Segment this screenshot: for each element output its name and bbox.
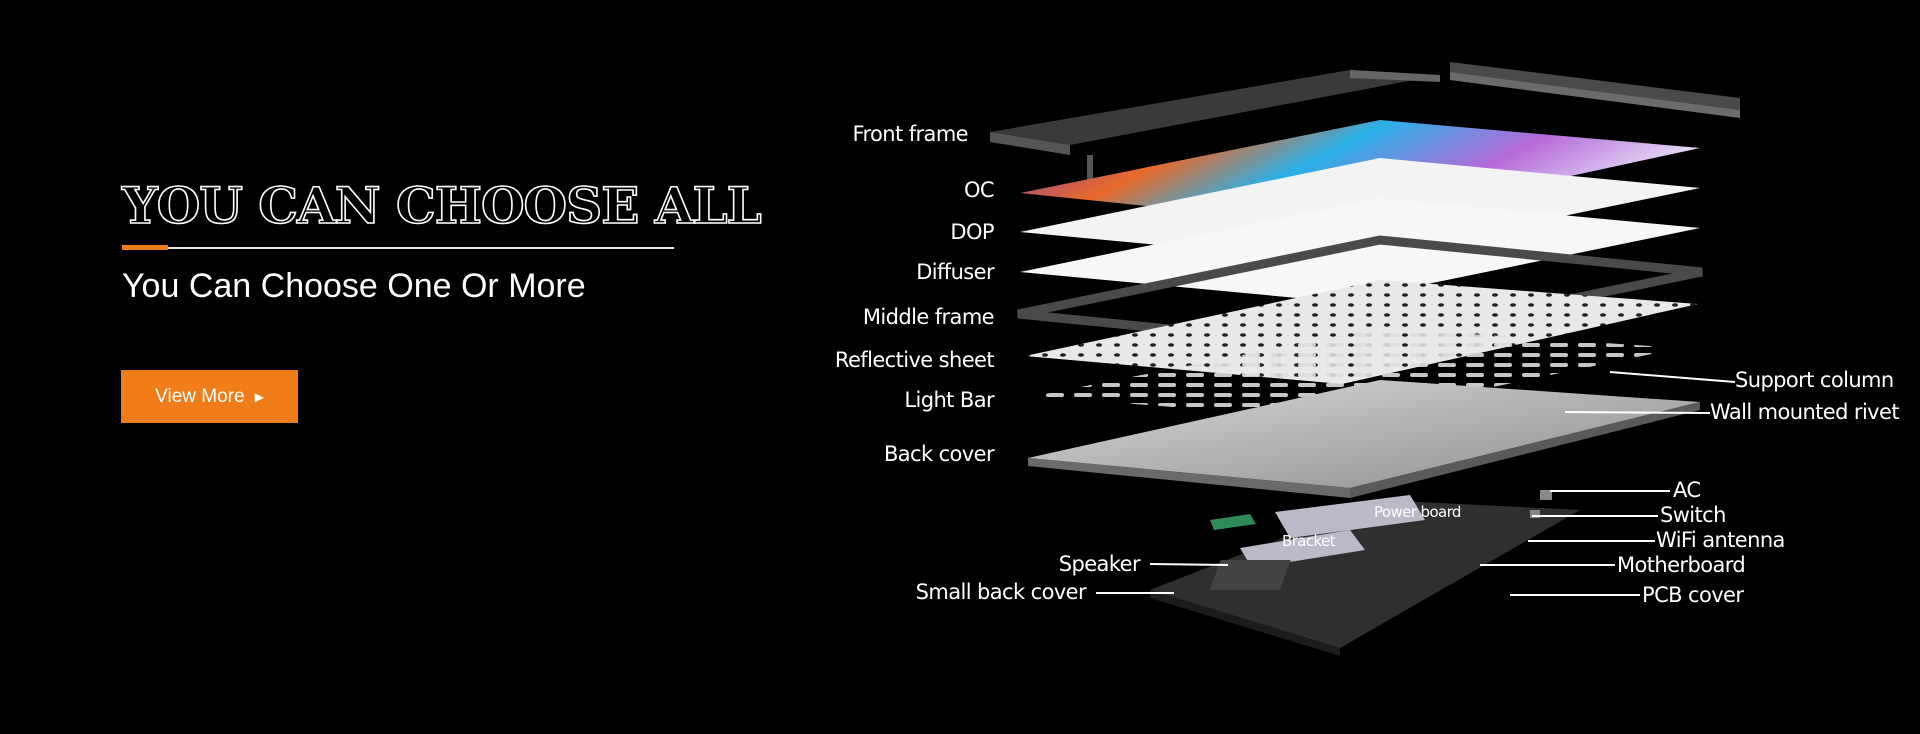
label-switch: Switch xyxy=(1660,503,1726,527)
label-light-bar: Light Bar xyxy=(904,388,994,412)
label-motherboard: Motherboard xyxy=(1617,553,1746,577)
exploded-view-diagram: Front frame OC DOP Diffuser Middle frame… xyxy=(820,40,1900,680)
label-small-back-cover: Small back cover xyxy=(915,580,1087,604)
label-front-frame: Front frame xyxy=(852,122,969,146)
divider-accent xyxy=(122,245,168,250)
electronics-assembly-part xyxy=(1150,490,1580,656)
front-frame-part xyxy=(990,62,1740,196)
label-ac: AC xyxy=(1673,478,1701,502)
left-leader-lines xyxy=(1096,563,1229,594)
hero-subtitle: You Can Choose One Or More xyxy=(122,267,586,305)
label-diffuser: Diffuser xyxy=(916,260,994,284)
headline-divider xyxy=(122,245,674,250)
label-back-cover: Back cover xyxy=(883,442,995,466)
label-wall-mounted-rivet: Wall mounted rivet xyxy=(1710,400,1900,424)
back-cover-part xyxy=(1028,380,1700,498)
play-triangle-icon: ▶ xyxy=(254,389,264,404)
label-bracket: Bracket xyxy=(1282,532,1336,550)
label-speaker: Speaker xyxy=(1058,552,1141,576)
light-bar-part xyxy=(1035,328,1680,420)
hero-text-block: YOU CAN CHOOSE ALL You Can Choose One Or… xyxy=(121,176,762,306)
hero-headline: YOU CAN CHOOSE ALL xyxy=(121,176,762,235)
label-wifi-antenna: WiFi antenna xyxy=(1656,528,1785,552)
label-reflective-sheet: Reflective sheet xyxy=(834,348,995,372)
right-leader-lines xyxy=(1480,371,1736,596)
label-middle-frame: Middle frame xyxy=(862,305,995,329)
label-dop: DOP xyxy=(950,220,994,244)
view-more-label: View More xyxy=(155,385,245,407)
exploded-view-illustration xyxy=(990,62,1740,656)
label-power-board: Power board xyxy=(1374,503,1461,521)
view-more-button[interactable]: View More ▶ xyxy=(121,370,298,423)
label-support-column: Support column xyxy=(1735,368,1894,392)
label-pcb-cover: PCB cover xyxy=(1642,583,1744,607)
label-oc: OC xyxy=(964,178,995,202)
